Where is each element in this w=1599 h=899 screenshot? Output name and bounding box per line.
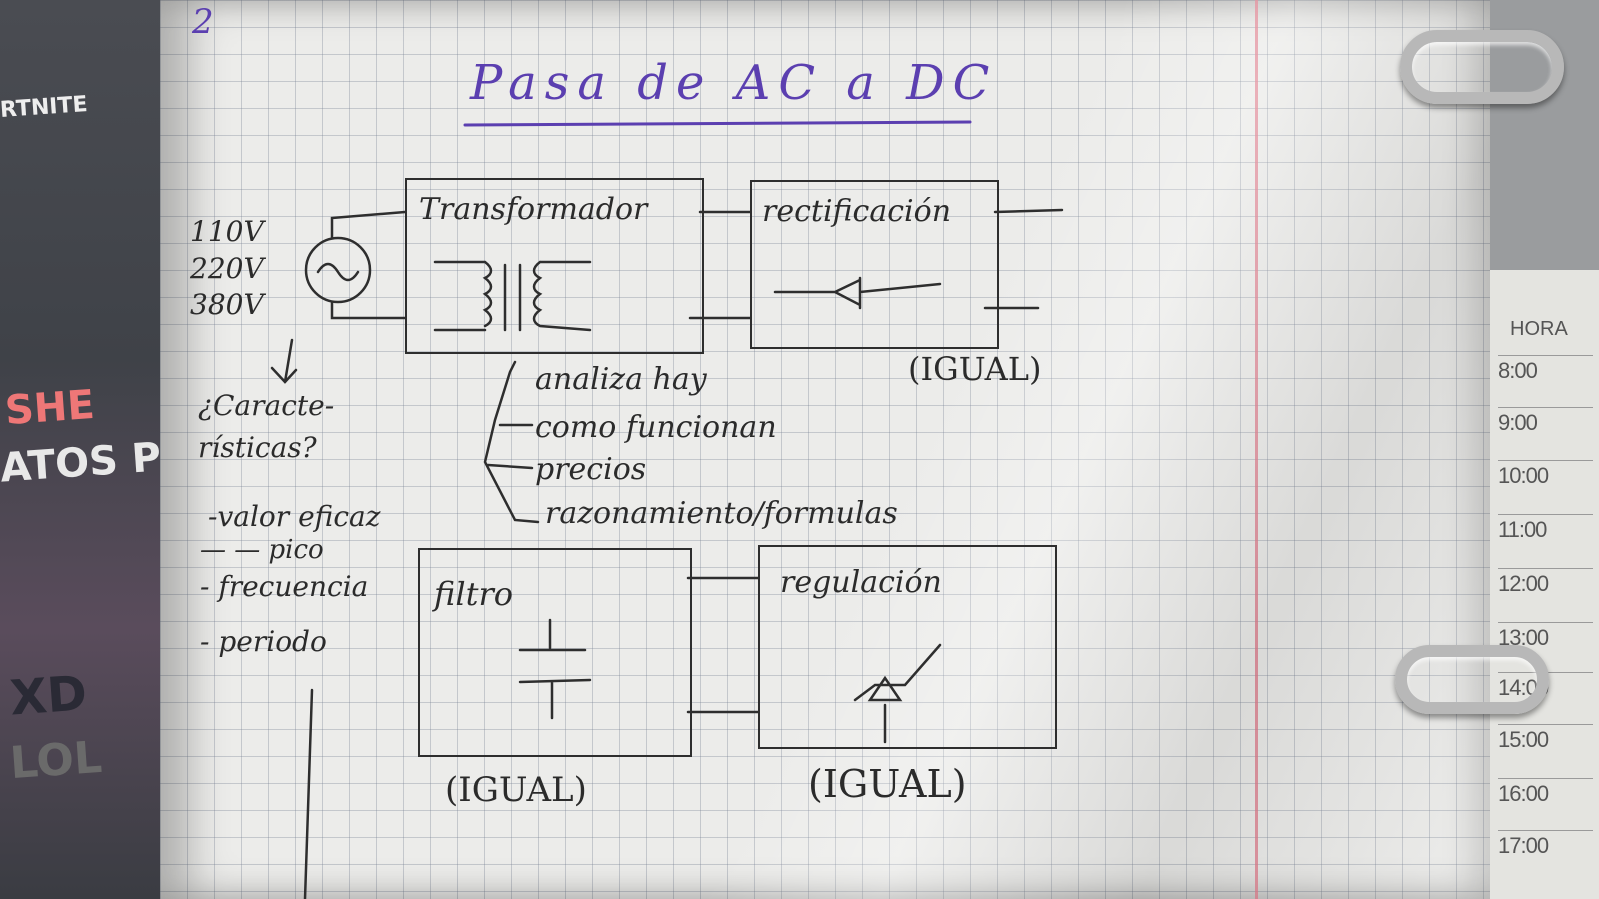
characteristic-item: -valor eficaz bbox=[208, 500, 381, 533]
arrow bbox=[270, 338, 298, 384]
note-line: como funcionan bbox=[535, 410, 777, 445]
voltage-label: 110V bbox=[190, 215, 264, 248]
planner-hour: 11:00 bbox=[1498, 514, 1593, 567]
cover-sticker-text: XD bbox=[8, 665, 89, 727]
planner-hour: 8:00 bbox=[1498, 355, 1593, 408]
igual-label: (IGUAL) bbox=[808, 762, 967, 806]
characteristic-item: - frecuencia bbox=[200, 570, 369, 603]
transformer-coil-icon bbox=[433, 260, 592, 332]
planner-hour: 17:00 bbox=[1498, 830, 1593, 883]
bracket bbox=[483, 360, 540, 524]
note-line: analiza hay bbox=[535, 362, 707, 397]
note-line: precios bbox=[535, 452, 647, 487]
planner-hour: 10:00 bbox=[1498, 460, 1593, 513]
voltage-label: 380V bbox=[190, 288, 264, 321]
planner-hour: 16:00 bbox=[1498, 778, 1593, 831]
planner-hour: 12:00 bbox=[1498, 568, 1593, 621]
source-wire bbox=[330, 300, 407, 320]
background-binder-cover: RTNITE SHE ATOS P XD LOL bbox=[0, 0, 175, 899]
paper-shadow bbox=[160, 0, 1490, 899]
capacitor-icon bbox=[518, 618, 592, 720]
characteristic-item: — — pico bbox=[200, 535, 324, 565]
notebook-page: 2 Pasa de AC a DC 110V 220V 380V Transfo… bbox=[160, 0, 1490, 899]
regulator-block: regulación bbox=[758, 545, 1057, 749]
voltage-label: 220V bbox=[190, 252, 264, 285]
page-number: 2 bbox=[192, 2, 214, 42]
binder-ring bbox=[1400, 30, 1564, 104]
planner-hour: 9:00 bbox=[1498, 407, 1593, 460]
transformer-block: Transformador bbox=[405, 178, 704, 354]
planner-hour: 15:00 bbox=[1498, 724, 1593, 777]
regulator-label: regulación bbox=[780, 565, 942, 600]
cover-sticker-text: ATOS P bbox=[0, 434, 163, 492]
characteristic-item: - periodo bbox=[200, 625, 327, 658]
planner-header: HORA bbox=[1510, 318, 1568, 340]
zener-diode-icon bbox=[853, 643, 942, 744]
filter-label: filtro bbox=[434, 575, 513, 613]
circuit-drawing bbox=[270, 120, 1064, 899]
note-line: razonamiento/formulas bbox=[545, 496, 898, 531]
transformer-label: Transformador bbox=[419, 192, 648, 227]
title-underline bbox=[463, 120, 972, 127]
wire bbox=[993, 208, 1064, 214]
characteristics-question: ¿Caracte-rísticas? bbox=[198, 389, 335, 464]
cover-sticker-text: SHE bbox=[3, 381, 97, 435]
cover-sticker-text: LOL bbox=[8, 731, 104, 790]
page-title: Pasa de AC a DC bbox=[470, 55, 998, 111]
igual-label: (IGUAL) bbox=[445, 770, 587, 810]
planner-page: HORA 8:00 9:00 10:00 11:00 12:00 13:00 1… bbox=[1490, 0, 1599, 899]
rectifier-block: rectificación bbox=[750, 180, 999, 349]
sine-wave bbox=[316, 262, 360, 282]
source-wire bbox=[330, 210, 407, 240]
filter-block: filtro bbox=[418, 548, 692, 757]
binder-ring bbox=[1395, 645, 1549, 714]
rectifier-label: rectificación bbox=[762, 194, 952, 229]
ac-source-icon bbox=[304, 236, 372, 304]
cover-sticker-text: RTNITE bbox=[0, 91, 89, 124]
margin-stroke bbox=[303, 688, 314, 899]
diode-icon bbox=[773, 276, 942, 310]
igual-label: (IGUAL) bbox=[908, 350, 1042, 388]
bracket-tick bbox=[486, 423, 534, 470]
margin-line bbox=[1255, 0, 1258, 899]
